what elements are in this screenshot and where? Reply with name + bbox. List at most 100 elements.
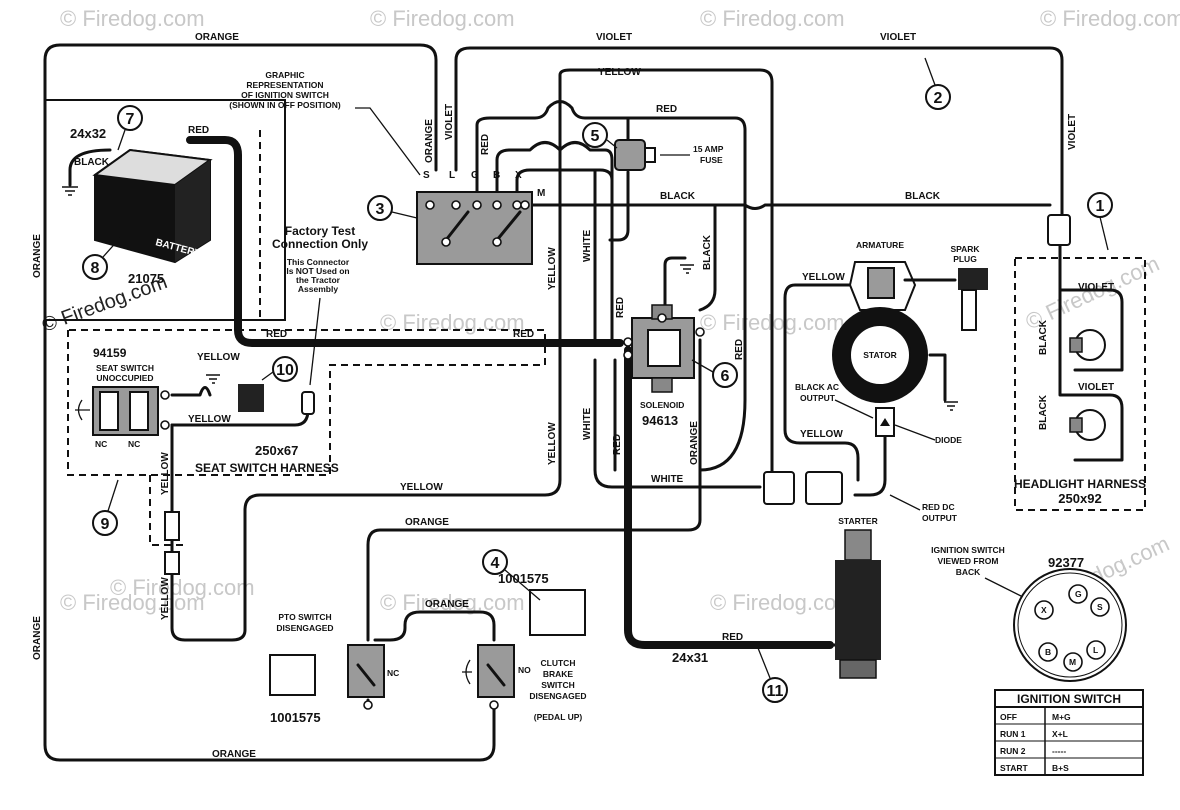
x-wire	[515, 168, 614, 207]
fuse-label: 15 AMP	[693, 144, 724, 154]
wire-label: VIOLET	[1078, 382, 1114, 393]
ignition-back-title: IGNITION SWITCH	[931, 545, 1005, 555]
fuse: 15 AMP FUSE	[614, 139, 724, 171]
solenoid-terminal	[623, 350, 633, 360]
solenoid-name: SOLENOID	[640, 400, 684, 410]
wire-label: WHITE	[582, 229, 593, 262]
pto-part: 1001575	[270, 710, 321, 725]
wire-label: ORANGE	[424, 119, 435, 163]
watermark: © Firedog.com	[60, 590, 205, 615]
wire-label: YELLOW	[197, 352, 240, 363]
ignition-back-title: VIEWED FROM	[938, 556, 999, 566]
stator-label: STATOR	[863, 350, 897, 360]
yellow-armature-wire	[783, 283, 862, 482]
solenoid-coil	[647, 329, 681, 367]
ground-icon	[680, 264, 694, 274]
pto-title: DISENGAGED	[276, 623, 333, 633]
orange-wire-outer	[43, 43, 496, 762]
headlight-boundary	[1014, 257, 1146, 511]
solenoid-bottom	[651, 377, 673, 393]
table-pos: RUN 1	[1000, 729, 1026, 739]
spark-plug-label: SPARK	[950, 244, 980, 254]
callout-leader	[261, 371, 274, 381]
terminal-label: G	[471, 170, 479, 181]
black-wire-m	[523, 203, 1052, 210]
callout-leader	[924, 57, 936, 86]
callout-number: 4	[491, 555, 500, 572]
factory-test-note: This Connector	[287, 257, 350, 267]
wire-label: RED	[612, 434, 623, 455]
callout-number: 2	[934, 90, 943, 107]
seat-terminal	[160, 390, 170, 400]
callouts: 1 2 3 4 5 6 7 8 9 10 11	[82, 57, 1113, 703]
wire-label: VIOLET	[596, 32, 632, 43]
wire-label: YELLOW	[160, 577, 171, 620]
solenoid-part: 94613	[642, 413, 678, 428]
starter-body	[835, 560, 881, 660]
pto-connector-icon	[269, 654, 316, 696]
bulb-base	[1069, 337, 1083, 353]
contact	[441, 237, 451, 247]
diode-icon	[880, 418, 890, 426]
ignition-terminals: X G S B M L	[1034, 584, 1110, 672]
harness-connector	[164, 511, 180, 541]
white-wire-low	[593, 358, 762, 489]
callout-number: 6	[721, 368, 730, 385]
watermark: © Firedog.com	[710, 590, 855, 615]
battery-red-cable	[186, 136, 624, 347]
wire-label: YELLOW	[800, 429, 843, 440]
pto-switch: PTO SWITCH DISENGAGED NC 1001575	[269, 612, 399, 725]
pto-title: PTO SWITCH	[278, 612, 331, 622]
wire-label: VIOLET	[1067, 114, 1078, 150]
callout-leader	[107, 479, 119, 512]
ig-terminal-label: L	[1093, 645, 1098, 655]
wire-label: BLACK	[1038, 394, 1049, 430]
table-pos: START	[1000, 763, 1029, 773]
watermark: © Firedog.com	[700, 6, 845, 31]
callout-number: 9	[101, 516, 110, 533]
ig-terminal-label: B	[1045, 647, 1051, 657]
black-wire-solenoid	[698, 203, 717, 312]
cable-size: 24x31	[672, 650, 708, 665]
callout-circle	[92, 510, 118, 536]
wire-label: YELLOW	[160, 452, 171, 495]
callout-leader	[1099, 216, 1109, 251]
headlight-name: HEADLIGHT HARNESS	[1014, 477, 1146, 491]
callout-leader	[757, 647, 771, 679]
fuse-body	[614, 139, 646, 171]
wire-label: WHITE	[582, 407, 593, 440]
watermark: © Firedog.com	[1040, 6, 1180, 31]
starter-red-cable	[624, 346, 834, 649]
ig-terminal-label: M	[1069, 657, 1076, 667]
pto-contact	[356, 663, 376, 687]
wire-label: RED	[734, 339, 745, 360]
fuse-wire-bottom	[608, 170, 630, 242]
clutch-title: CLUTCH	[541, 658, 576, 668]
contact	[492, 237, 502, 247]
battery-dashed-boundary	[45, 130, 261, 321]
caption-leader	[355, 107, 421, 176]
table-conn: B+S	[1052, 763, 1069, 773]
fuse-tab	[644, 147, 656, 163]
terminal-x	[512, 200, 522, 210]
factory-leader	[309, 297, 321, 386]
orange-wire-mid	[366, 338, 702, 642]
clutch-title: DISENGAGED	[529, 691, 586, 701]
factory-test-title: Connection Only	[272, 237, 368, 251]
clutch-no: NO	[518, 665, 531, 675]
terminal-label: L	[449, 170, 455, 181]
ignition-table: IGNITION SWITCH OFF M+G RUN 1 X+L RUN 2 …	[994, 689, 1144, 776]
ignition-back-part: 92377	[1048, 555, 1084, 570]
callout-circle	[367, 195, 393, 221]
black-ac-leader	[834, 399, 874, 419]
solenoid-terminal	[657, 313, 667, 323]
seat-terminal	[160, 420, 170, 430]
nc-label: NC	[128, 439, 140, 449]
wire-label: BLACK	[660, 191, 696, 202]
seat-switch-title: UNOCCUPIED	[96, 373, 153, 383]
ignition-back-leader	[984, 577, 1026, 599]
callout-number: 8	[91, 260, 100, 277]
harness-connector	[164, 551, 180, 575]
wire-label: ORANGE	[195, 32, 239, 43]
